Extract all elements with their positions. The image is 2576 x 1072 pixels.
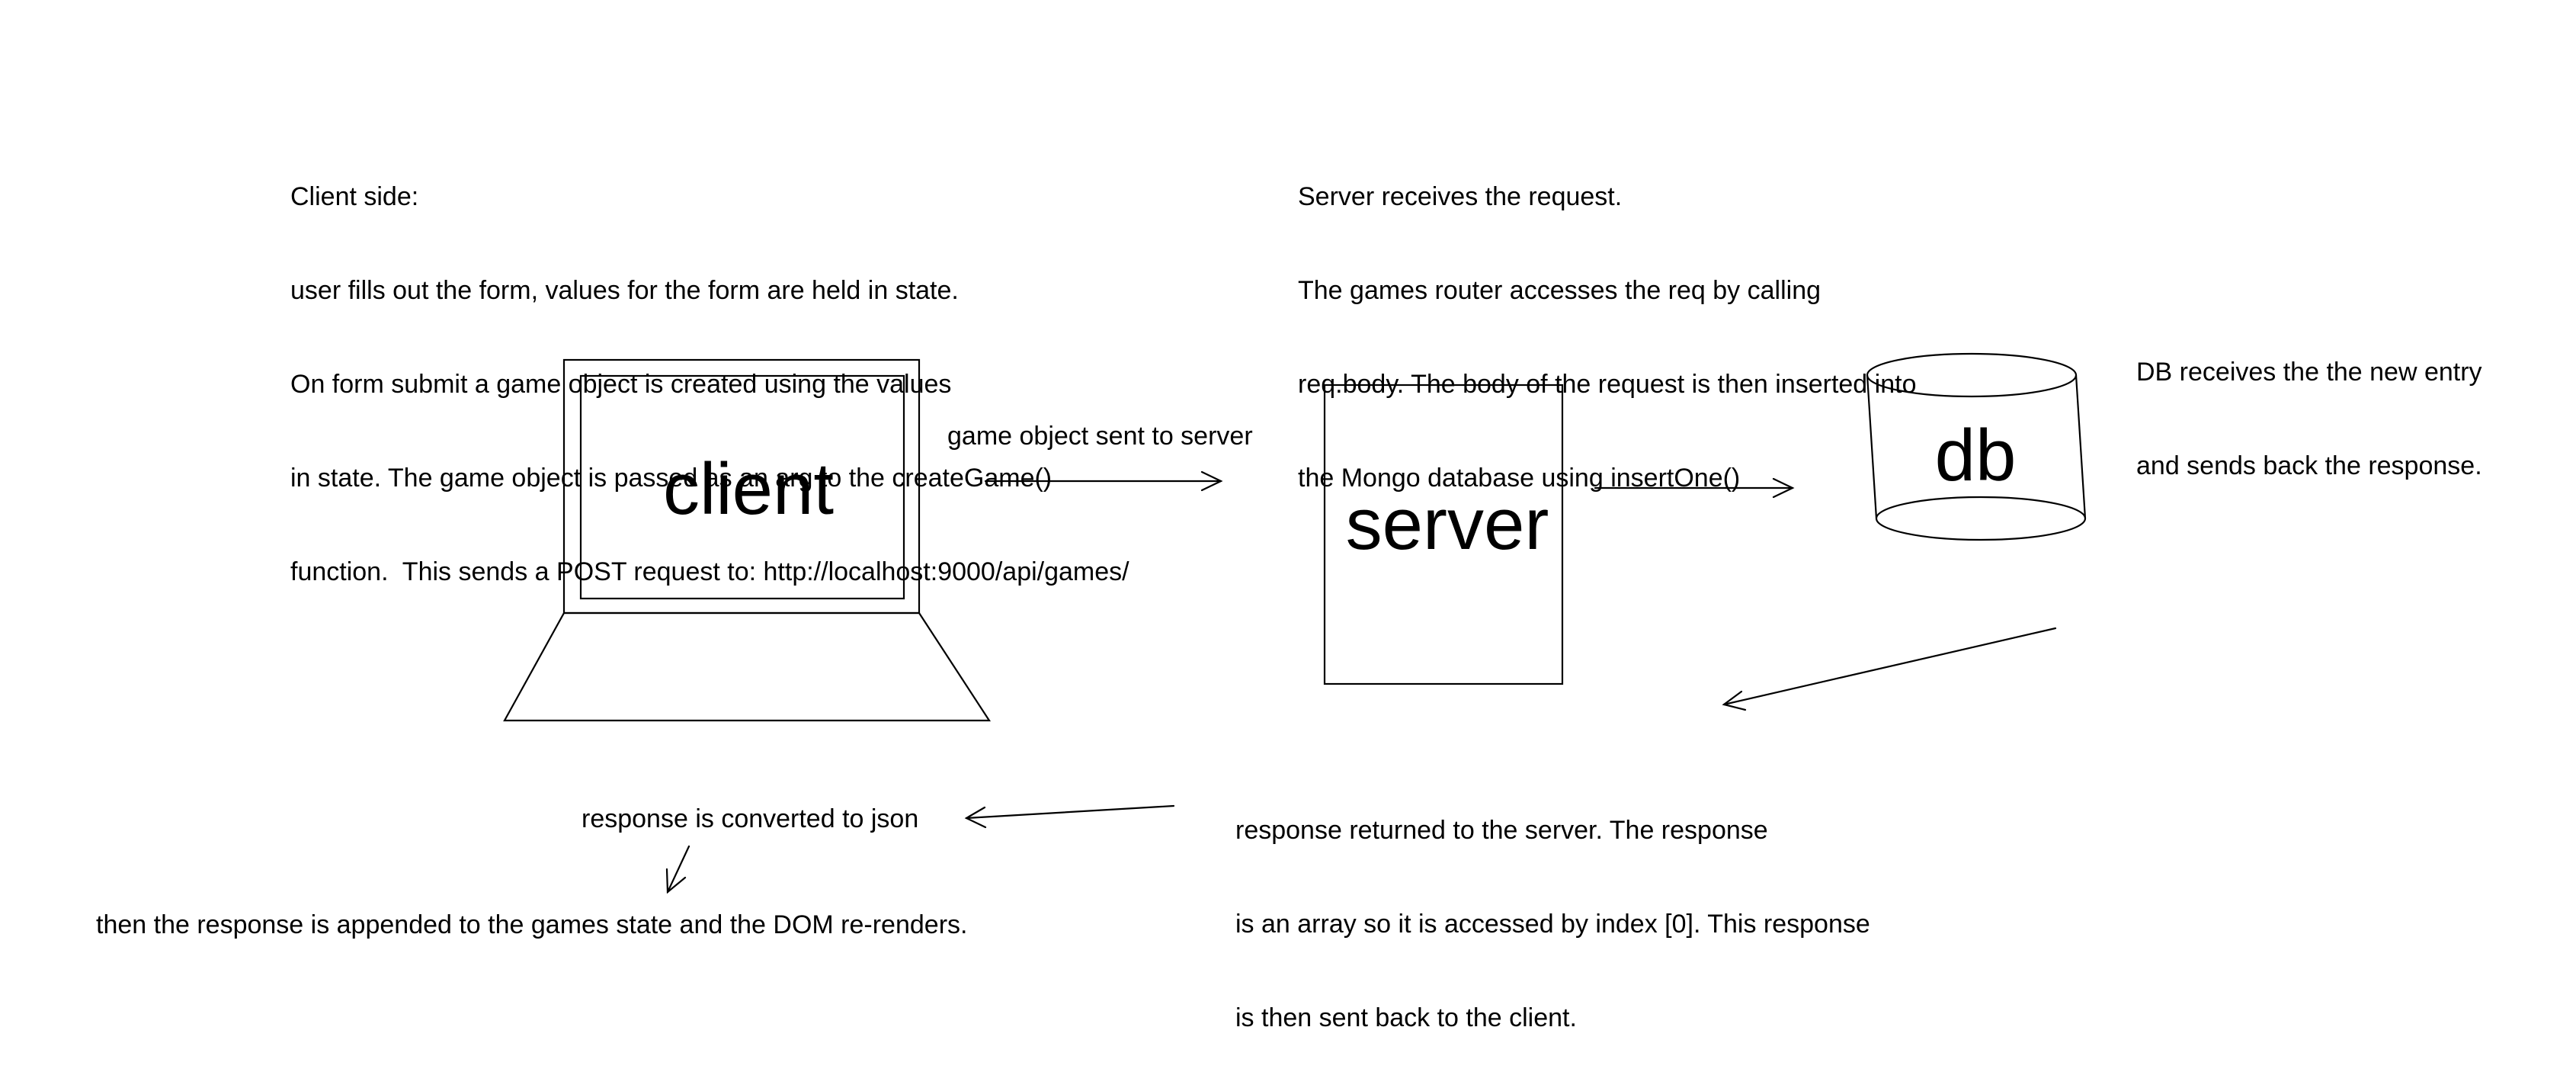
client-note-line: Client side: bbox=[290, 182, 419, 211]
arrow-server-to-client bbox=[964, 804, 1175, 829]
server-node: server bbox=[1323, 384, 1564, 685]
client-label: client bbox=[663, 448, 834, 530]
arrow-server-to-db bbox=[1594, 477, 1795, 499]
db-label: db bbox=[1935, 415, 2017, 496]
server-box bbox=[1323, 384, 1564, 685]
arrow-json-to-final bbox=[665, 845, 690, 894]
client-note-line: user fills out the form, values for the … bbox=[290, 276, 959, 305]
server-note-line: Server receives the request. bbox=[1298, 182, 1623, 211]
client-note-line: function. This sends a POST request to: … bbox=[290, 557, 1129, 586]
db-cylinder-top bbox=[1866, 352, 2078, 398]
server-note-line: req.body. The body of the request is the… bbox=[1298, 370, 1917, 399]
client-note-line: On form submit a game object is created … bbox=[290, 370, 952, 399]
arrow-db-to-server bbox=[1722, 627, 2057, 711]
db-node: db bbox=[1866, 352, 2087, 541]
server-label: server bbox=[1346, 483, 1549, 565]
json-note: response is converted to json bbox=[582, 804, 919, 833]
edge-label-client-server: game object sent to server bbox=[947, 422, 1253, 451]
response-note: response returned to the server. The res… bbox=[1235, 753, 1870, 1065]
client-note-line: in state. The game object is passed as a… bbox=[290, 464, 1053, 493]
db-cylinder-body bbox=[1866, 374, 2087, 519]
server-note-line: the Mongo database using insertOne() bbox=[1298, 464, 1741, 493]
laptop-base bbox=[503, 611, 992, 722]
response-note-line: is then sent back to the client. bbox=[1235, 1003, 1577, 1032]
db-note-line: DB receives the the new entry bbox=[2136, 358, 2482, 387]
server-note-line: The games router accesses the req by cal… bbox=[1298, 276, 1821, 305]
db-note-line: and sends back the response. bbox=[2136, 451, 2482, 480]
laptop-screen bbox=[579, 374, 905, 600]
db-cylinder-bottom bbox=[1875, 496, 2087, 541]
db-note: DB receives the the new entry and sends … bbox=[2136, 294, 2482, 513]
server-side-note: Server receives the request. The games r… bbox=[1298, 119, 1916, 525]
client-side-note: Client side: user fills out the form, va… bbox=[290, 119, 1129, 619]
final-note: then the response is appended to the gam… bbox=[96, 910, 968, 939]
client-node: client bbox=[503, 358, 992, 722]
response-note-line: is an array so it is accessed by index [… bbox=[1235, 910, 1870, 939]
response-note-line: response returned to the server. The res… bbox=[1235, 816, 1768, 845]
arrow-client-to-server bbox=[984, 470, 1223, 492]
